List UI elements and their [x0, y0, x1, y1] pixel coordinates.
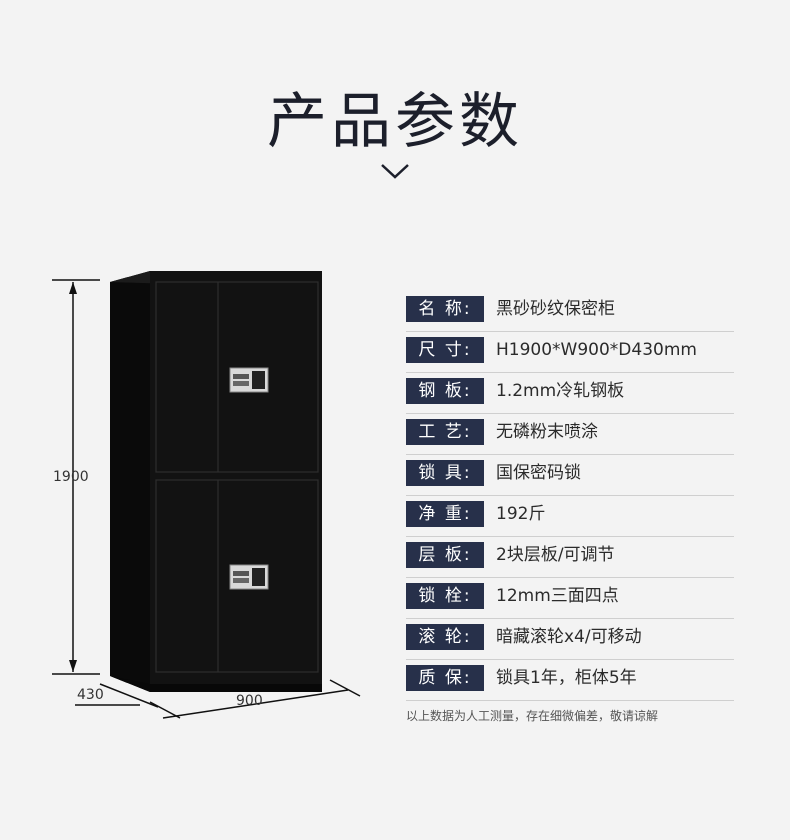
width-dimension-line — [149, 679, 361, 719]
spec-value: 12mm三面四点 — [496, 586, 619, 606]
spec-row-name: 名 称: 黑砂砂纹保密柜 — [406, 290, 734, 332]
height-dimension-label: 1900 — [53, 469, 89, 485]
spec-row-shelf: 层 板: 2块层板/可调节 — [406, 536, 734, 578]
spec-row-weight: 净 重: 192斤 — [406, 495, 734, 537]
lock-icon — [229, 564, 269, 590]
spec-value: 192斤 — [496, 504, 546, 524]
spec-value: 1.2mm冷轧钢板 — [496, 381, 625, 401]
spec-value: 黑砂砂纹保密柜 — [496, 299, 615, 319]
spec-row-size: 尺 寸: H1900*W900*D430mm — [406, 331, 734, 373]
page-title: 产品参数 — [267, 87, 523, 157]
spec-value: 2块层板/可调节 — [496, 545, 615, 565]
spec-value: 无磷粉末喷涂 — [496, 422, 598, 442]
spec-label: 滚 轮: — [406, 624, 484, 650]
spec-value: 国保密码锁 — [496, 463, 581, 483]
cabinet-body — [150, 271, 322, 692]
spec-label: 钢 板: — [406, 378, 484, 404]
product-image — [52, 271, 361, 719]
spec-label: 层 板: — [406, 542, 484, 568]
spec-row-process: 工 艺: 无磷粉末喷涂 — [406, 413, 734, 455]
spec-row-steel: 钢 板: 1.2mm冷轧钢板 — [406, 372, 734, 414]
chevron-down-icon — [381, 164, 409, 179]
spec-value: H1900*W900*D430mm — [496, 340, 697, 360]
spec-label: 质 保: — [406, 665, 484, 691]
disclaimer-note: 以上数据为人工测量，存在细微偏差，敬请谅解 — [406, 709, 659, 723]
spec-label: 锁 具: — [406, 460, 484, 486]
height-dimension-line — [52, 279, 100, 675]
spec-label: 名 称: — [406, 296, 484, 322]
spec-row-wheel: 滚 轮: 暗藏滚轮x4/可移动 — [406, 618, 734, 660]
spec-value: 暗藏滚轮x4/可移动 — [496, 627, 642, 647]
spec-value: 锁具1年，柜体5年 — [496, 668, 637, 688]
spec-row-warranty: 质 保: 锁具1年，柜体5年 — [406, 659, 734, 701]
lock-icon — [229, 367, 269, 393]
spec-row-bolt: 锁 栓: 12mm三面四点 — [406, 577, 734, 619]
width-dimension-label: 900 — [236, 693, 263, 709]
spec-label: 净 重: — [406, 501, 484, 527]
depth-dimension-label: 430 — [77, 687, 104, 703]
spec-label: 尺 寸: — [406, 337, 484, 363]
spec-label: 锁 栓: — [406, 583, 484, 609]
depth-dimension-line — [75, 683, 159, 708]
spec-label: 工 艺: — [406, 419, 484, 445]
spec-row-lock: 锁 具: 国保密码锁 — [406, 454, 734, 496]
